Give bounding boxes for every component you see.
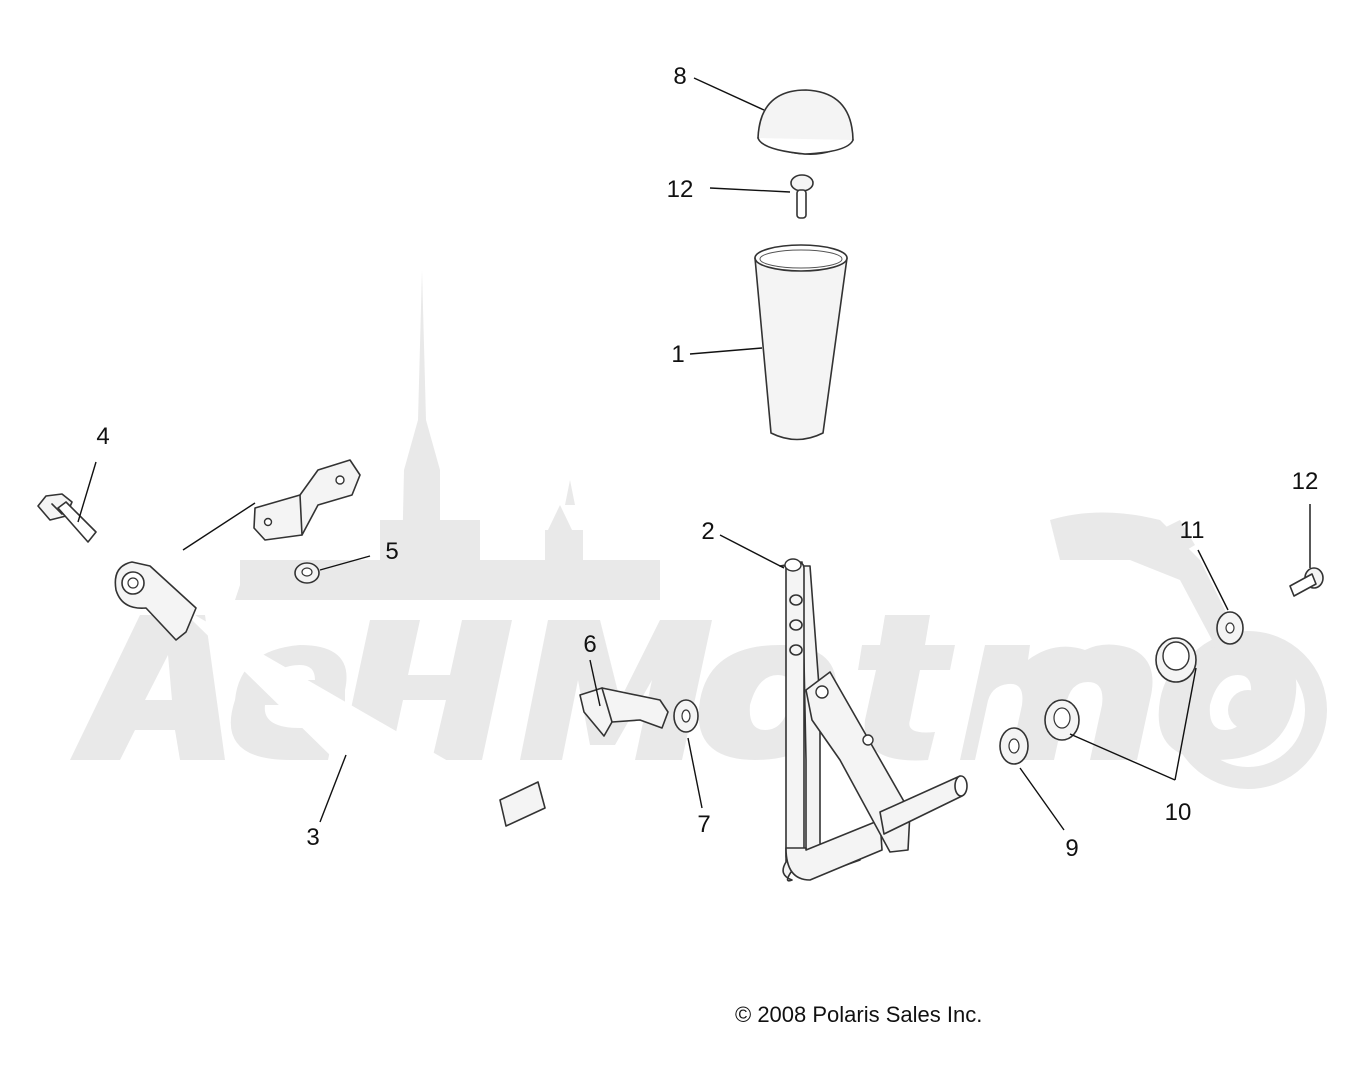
- part-12-screw-right: [1289, 567, 1324, 597]
- leader-4: [77, 461, 97, 523]
- callout-labels: 8 12 1 4 5 6 2 3 7 9 10 11 12: [96, 63, 1318, 862]
- callout-9: 9: [1065, 835, 1078, 862]
- part-11-washer: [1216, 611, 1244, 645]
- callout-11: 11: [1180, 517, 1205, 544]
- leader-1: [689, 347, 763, 355]
- part-12-screw-top: [790, 174, 814, 219]
- callout-1: 1: [671, 341, 684, 368]
- callout-6: 6: [583, 631, 596, 658]
- copyright-notice: © 2008 Polaris Sales Inc.: [735, 1002, 982, 1027]
- leader-10b: [1174, 667, 1197, 781]
- watermark-logo: [70, 270, 1327, 789]
- bracket: [253, 459, 361, 541]
- leader-5: [319, 555, 371, 571]
- part-10-bushing-b: [1155, 637, 1197, 683]
- part-7-washer: [673, 699, 699, 733]
- callout-4: 4: [96, 423, 109, 450]
- leader-12a: [709, 187, 791, 193]
- part-3-shift-rod: [114, 561, 546, 836]
- leader-10a: [1069, 733, 1176, 781]
- part-10-bushing-a: [1044, 699, 1080, 741]
- part-1-shift-knob: [754, 244, 848, 441]
- part-8-cap: [757, 89, 854, 156]
- callout-12-right: 12: [1292, 468, 1319, 495]
- part-5-nut: [294, 562, 320, 584]
- leader-7: [687, 737, 703, 809]
- leader-3: [319, 754, 347, 823]
- watermark-spire-icon: [235, 270, 660, 600]
- part-9-washer: [999, 727, 1029, 765]
- callout-5: 5: [385, 538, 398, 565]
- leader-8: [693, 77, 765, 111]
- part-4-bolt: [37, 493, 97, 543]
- leader-2: [719, 534, 785, 569]
- callout-7: 7: [697, 811, 710, 838]
- callout-2: 2: [701, 518, 714, 545]
- callout-3: 3: [306, 824, 319, 851]
- leader-lines: [77, 77, 1311, 831]
- leader-11: [1197, 549, 1229, 611]
- callout-10: 10: [1165, 799, 1192, 826]
- part-2-shift-lever: [779, 558, 968, 882]
- leader-9: [1019, 767, 1065, 831]
- watermark-text: [70, 615, 1297, 761]
- callout-12-top: 12: [667, 176, 694, 203]
- part-6-clip: [579, 687, 669, 737]
- callout-8: 8: [673, 63, 686, 90]
- leader-bracket: [182, 502, 256, 551]
- leader-6: [589, 659, 601, 707]
